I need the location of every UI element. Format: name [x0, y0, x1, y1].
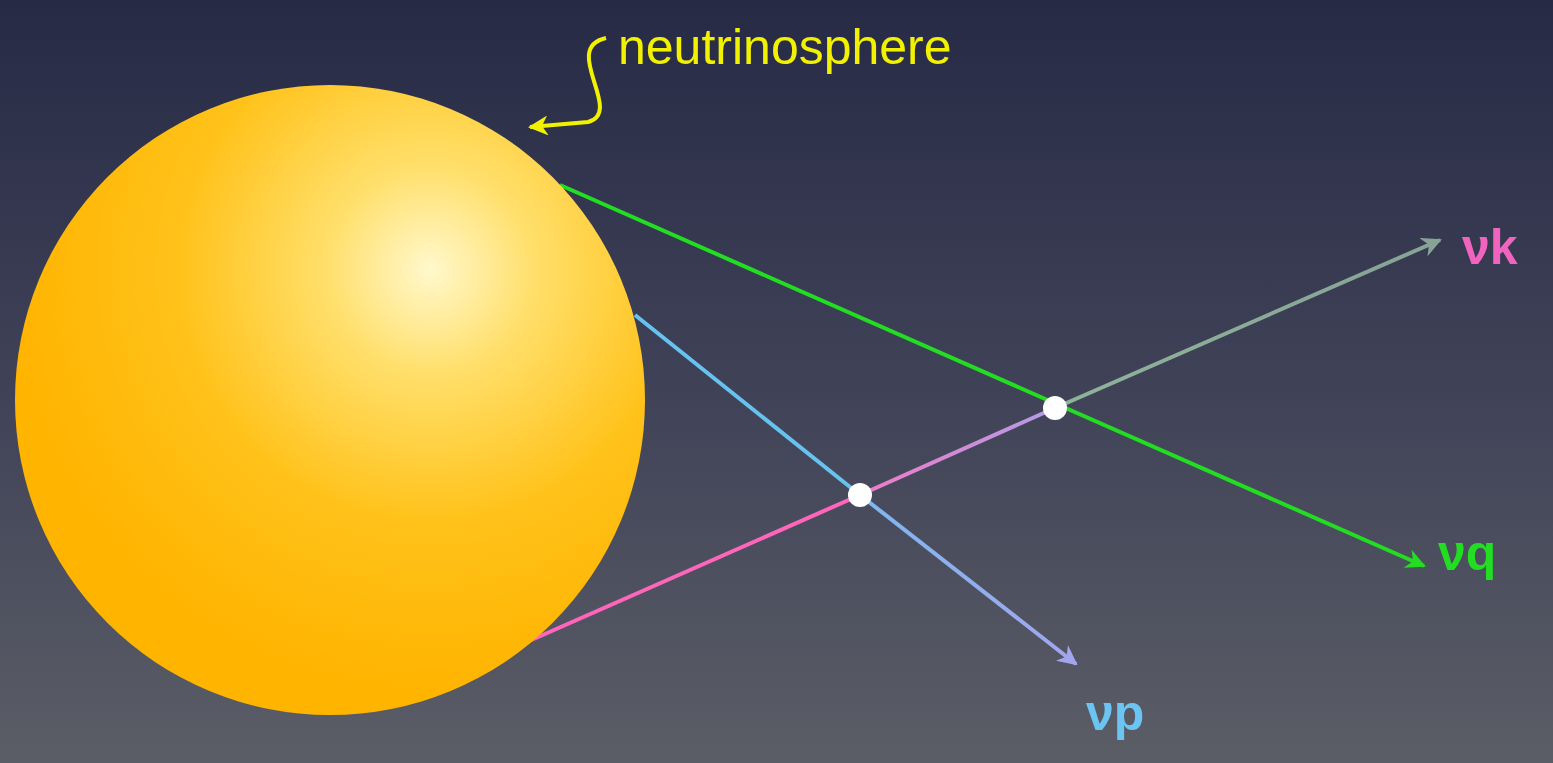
neutrino-label: νq — [1438, 528, 1496, 578]
neutrino-label: νk — [1462, 222, 1518, 272]
blue-ray-after — [860, 495, 1076, 664]
interaction-dot — [1043, 396, 1067, 420]
purple-ray — [860, 408, 1055, 495]
grey-ray — [1055, 240, 1440, 408]
green-ray — [560, 185, 1424, 566]
blue-ray — [635, 315, 860, 495]
neutrino-label: νp — [1086, 688, 1144, 738]
interaction-dot — [848, 483, 872, 507]
neutrinosphere-sphere — [15, 85, 645, 715]
leader-line — [530, 38, 606, 127]
region-label: neutrinosphere — [618, 22, 952, 72]
